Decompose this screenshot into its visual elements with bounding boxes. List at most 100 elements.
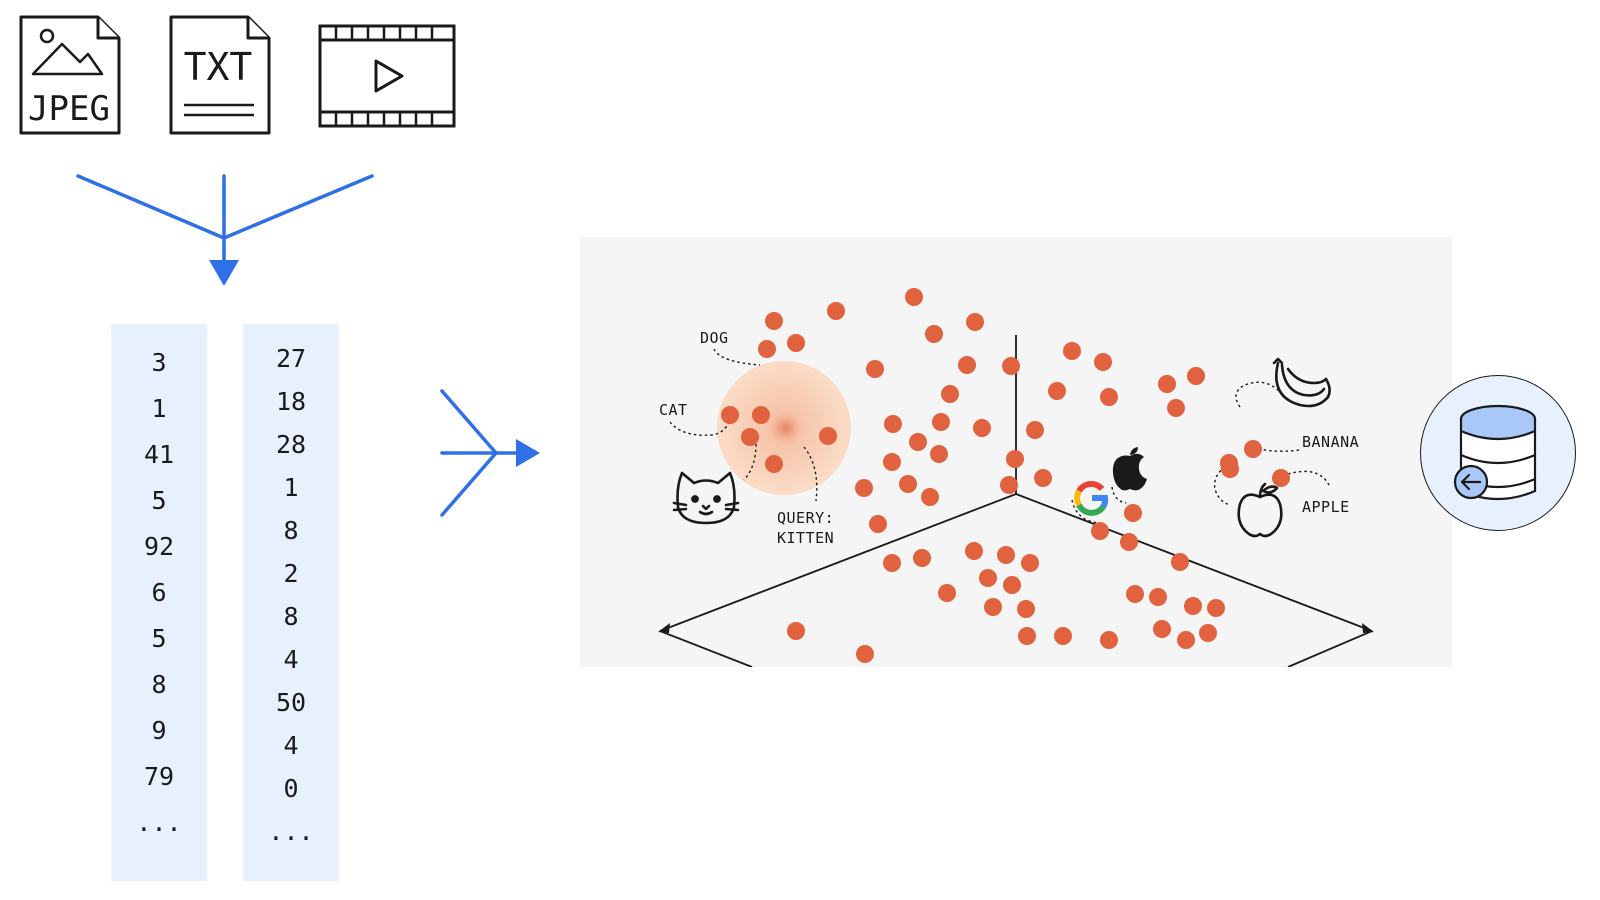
embedding-point bbox=[958, 356, 976, 374]
embedding-point bbox=[869, 515, 887, 533]
vector-value: 5 bbox=[151, 486, 167, 515]
embedding-point bbox=[855, 479, 873, 497]
query-label-line2: KITTEN bbox=[777, 529, 835, 547]
database-icon bbox=[1453, 404, 1536, 500]
back-arrow-icon bbox=[1453, 464, 1488, 499]
embedding-point bbox=[1126, 585, 1144, 603]
embedding-point bbox=[1054, 627, 1072, 645]
embedding-point bbox=[1149, 588, 1167, 606]
embedding-point bbox=[765, 455, 783, 473]
embedding-point bbox=[827, 302, 845, 320]
embedding-point bbox=[721, 406, 739, 424]
vector-value: 50 bbox=[275, 688, 307, 717]
embedding-point bbox=[930, 445, 948, 463]
embedding-point bbox=[1048, 382, 1066, 400]
query-label-line1: QUERY: bbox=[777, 509, 835, 527]
vector-value: 18 bbox=[275, 387, 307, 416]
vector-value: ... bbox=[136, 808, 182, 837]
embedding-point bbox=[1272, 469, 1290, 487]
vector-space-plot bbox=[658, 288, 1374, 667]
embedding-point bbox=[932, 413, 950, 431]
embedding-point bbox=[973, 419, 991, 437]
vector-value: 92 bbox=[143, 532, 175, 561]
vector-value: 1 bbox=[151, 394, 167, 423]
embedding-point bbox=[1158, 375, 1176, 393]
embedding-point bbox=[866, 360, 884, 378]
cat-label: CAT bbox=[659, 401, 688, 419]
embedding-point bbox=[997, 546, 1015, 564]
vector-value: 8 bbox=[283, 602, 299, 631]
embedding-point bbox=[1207, 599, 1225, 617]
merge-right-arrow bbox=[438, 385, 542, 521]
vector-value: 8 bbox=[283, 516, 299, 545]
embedding-point bbox=[984, 598, 1002, 616]
txt-label: TXT bbox=[184, 45, 253, 89]
merge-down-arrow bbox=[70, 170, 380, 290]
vector-value: 27 bbox=[275, 344, 307, 373]
vector-value: 79 bbox=[143, 762, 175, 791]
embedding-point bbox=[819, 427, 837, 445]
vector-value: 4 bbox=[283, 731, 299, 760]
embedding-point bbox=[1026, 421, 1044, 439]
vector-value: 5 bbox=[151, 624, 167, 653]
embedding-point bbox=[1063, 342, 1081, 360]
embedding-point bbox=[884, 415, 902, 433]
embedding-point bbox=[1018, 627, 1036, 645]
embedding-point bbox=[938, 584, 956, 602]
embedding-point bbox=[1021, 554, 1039, 572]
vector-value: 2 bbox=[283, 559, 299, 588]
embedding-point bbox=[765, 312, 783, 330]
embedding-point bbox=[1171, 553, 1189, 571]
apple-label: APPLE bbox=[1302, 498, 1350, 516]
left-axis-arrowhead bbox=[658, 623, 670, 633]
embedding-point bbox=[1220, 454, 1238, 472]
video-file-icon bbox=[318, 24, 456, 128]
embedding-point bbox=[1034, 469, 1052, 487]
embedding-point bbox=[787, 334, 805, 352]
embedding-point bbox=[741, 428, 759, 446]
vector-value: 28 bbox=[275, 430, 307, 459]
embedding-point bbox=[1000, 476, 1018, 494]
database-badge bbox=[1420, 375, 1576, 531]
embedding-point bbox=[758, 340, 776, 358]
embedding-point bbox=[883, 554, 901, 572]
embedding-point bbox=[1120, 533, 1138, 551]
embedding-point bbox=[1124, 504, 1142, 522]
vector-value: 1 bbox=[283, 473, 299, 502]
dog-label: DOG bbox=[700, 329, 729, 347]
right-axis-arrowhead bbox=[1362, 623, 1374, 633]
embedding-point bbox=[1199, 624, 1217, 642]
vector-value: 0 bbox=[283, 774, 299, 803]
embedding-point bbox=[1167, 399, 1185, 417]
embedding-point bbox=[856, 645, 874, 663]
embedding-point bbox=[1002, 357, 1020, 375]
leader-lines bbox=[669, 348, 1331, 524]
embedding-point bbox=[1244, 440, 1262, 458]
embedding-point bbox=[1094, 353, 1112, 371]
embedding-point bbox=[883, 453, 901, 471]
embedding-point bbox=[1177, 631, 1195, 649]
vector-value: 41 bbox=[143, 440, 175, 469]
embedding-point bbox=[1006, 450, 1024, 468]
vector-space-panel: DOG CAT QUERY: KITTEN BANANA APPLE bbox=[580, 237, 1452, 667]
jpeg-label: JPEG bbox=[28, 89, 110, 129]
vector-value: 6 bbox=[151, 578, 167, 607]
banana-label: BANANA bbox=[1302, 433, 1360, 451]
cat-icon bbox=[672, 471, 740, 525]
embedding-point bbox=[909, 433, 927, 451]
embedding-point bbox=[1100, 631, 1118, 649]
embedding-point bbox=[1153, 620, 1171, 638]
vector-value: 9 bbox=[151, 716, 167, 745]
text-file-icon: TXT bbox=[168, 14, 272, 136]
embedding-point bbox=[941, 385, 959, 403]
query-point bbox=[769, 411, 803, 445]
embedding-point bbox=[921, 488, 939, 506]
embedding-point bbox=[1187, 367, 1205, 385]
banana-icon bbox=[1272, 357, 1331, 408]
embedding-point bbox=[899, 475, 917, 493]
google-logo-icon bbox=[1074, 481, 1109, 516]
embedding-point bbox=[913, 549, 931, 567]
embedding-point bbox=[787, 622, 805, 640]
